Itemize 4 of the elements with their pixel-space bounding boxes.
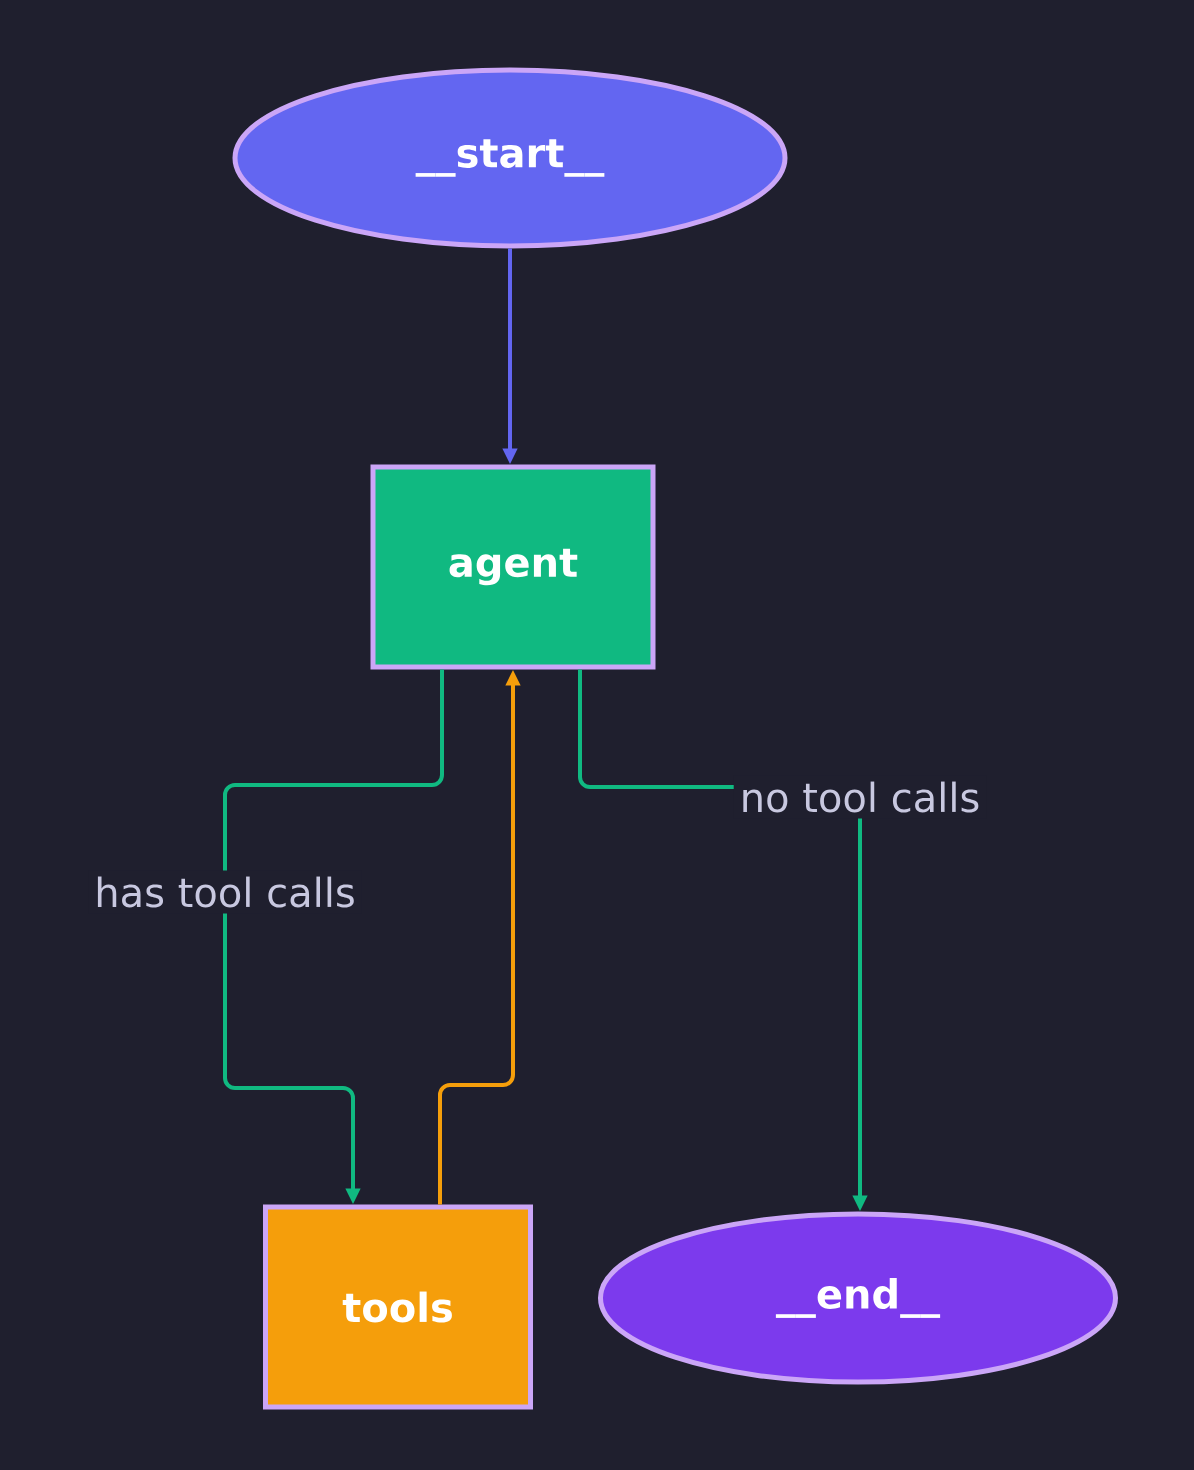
edge-label: has tool calls (88, 870, 362, 914)
edge-label: no tool calls (733, 775, 987, 819)
process-box: tools (263, 1204, 533, 1410)
process-box: agent (370, 464, 656, 670)
